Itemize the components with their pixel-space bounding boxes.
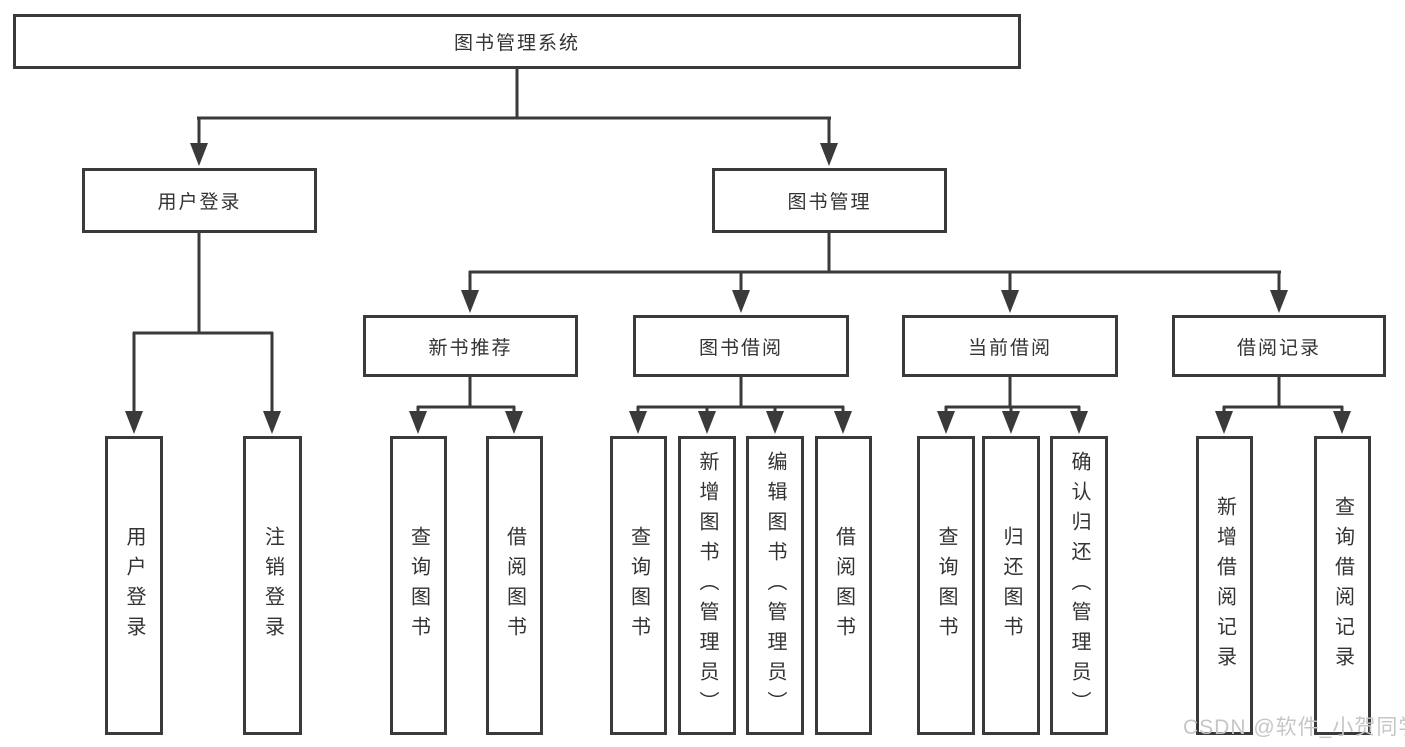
leaf-query-books-3: 查询图书 bbox=[917, 436, 975, 735]
leaf-borrow-books-1: 借阅图书 bbox=[486, 436, 543, 735]
node-book-management: 图书管理 bbox=[712, 168, 947, 233]
node-book-borrow: 图书借阅 bbox=[633, 315, 849, 377]
leaf-user-login: 用户登录 bbox=[105, 436, 163, 735]
leaf-add-book-admin: 新增图书（管理员） bbox=[678, 436, 736, 735]
leaf-confirm-return-admin: 确认归还（管理员） bbox=[1050, 436, 1108, 735]
node-label: 编辑图书（管理员） bbox=[764, 450, 786, 721]
node-borrow-records: 借阅记录 bbox=[1172, 315, 1386, 377]
leaf-query-borrow-record: 查询借阅记录 bbox=[1314, 436, 1371, 735]
node-user-login-group: 用户登录 bbox=[82, 168, 317, 233]
node-current-borrow: 当前借阅 bbox=[902, 315, 1118, 377]
node-label: 当前借阅 bbox=[967, 337, 1052, 359]
node-label: 新书推荐 bbox=[428, 337, 513, 359]
node-root: 图书管理系统 bbox=[13, 14, 1021, 69]
leaf-query-books-1: 查询图书 bbox=[390, 436, 447, 735]
node-label: 借阅图书 bbox=[503, 525, 526, 646]
node-label: 查询图书 bbox=[407, 525, 430, 646]
node-label: 借阅图书 bbox=[832, 525, 855, 646]
node-label: 用户登录 bbox=[157, 192, 242, 213]
leaf-return-book: 归还图书 bbox=[982, 436, 1040, 735]
node-new-book-recommend: 新书推荐 bbox=[363, 315, 578, 377]
leaf-logout: 注销登录 bbox=[243, 436, 302, 735]
node-label: 查询图书 bbox=[935, 525, 957, 646]
node-root-label: 图书管理系统 bbox=[453, 33, 580, 54]
leaf-add-borrow-record: 新增借阅记录 bbox=[1196, 436, 1253, 735]
node-label: 借阅记录 bbox=[1236, 337, 1321, 359]
leaf-edit-book-admin: 编辑图书（管理员） bbox=[746, 436, 804, 735]
leaf-query-books-2: 查询图书 bbox=[610, 436, 667, 735]
node-label: 图书管理 bbox=[787, 192, 872, 213]
node-label: 用户登录 bbox=[123, 525, 145, 646]
node-label: 查询借阅记录 bbox=[1331, 495, 1354, 676]
node-label: 归还图书 bbox=[1000, 525, 1022, 646]
csdn-watermark: CSDN @软件_小贺同学 bbox=[1183, 716, 1405, 739]
node-label: 注销登录 bbox=[261, 525, 284, 646]
arrowheads bbox=[125, 143, 1351, 434]
node-label: 查询图书 bbox=[627, 525, 650, 646]
node-label: 确认归还（管理员） bbox=[1068, 450, 1090, 721]
node-label: 图书借阅 bbox=[698, 337, 783, 359]
node-label: 新增图书（管理员） bbox=[696, 450, 718, 721]
node-label: 新增借阅记录 bbox=[1213, 495, 1236, 676]
leaf-borrow-books-2: 借阅图书 bbox=[815, 436, 872, 735]
